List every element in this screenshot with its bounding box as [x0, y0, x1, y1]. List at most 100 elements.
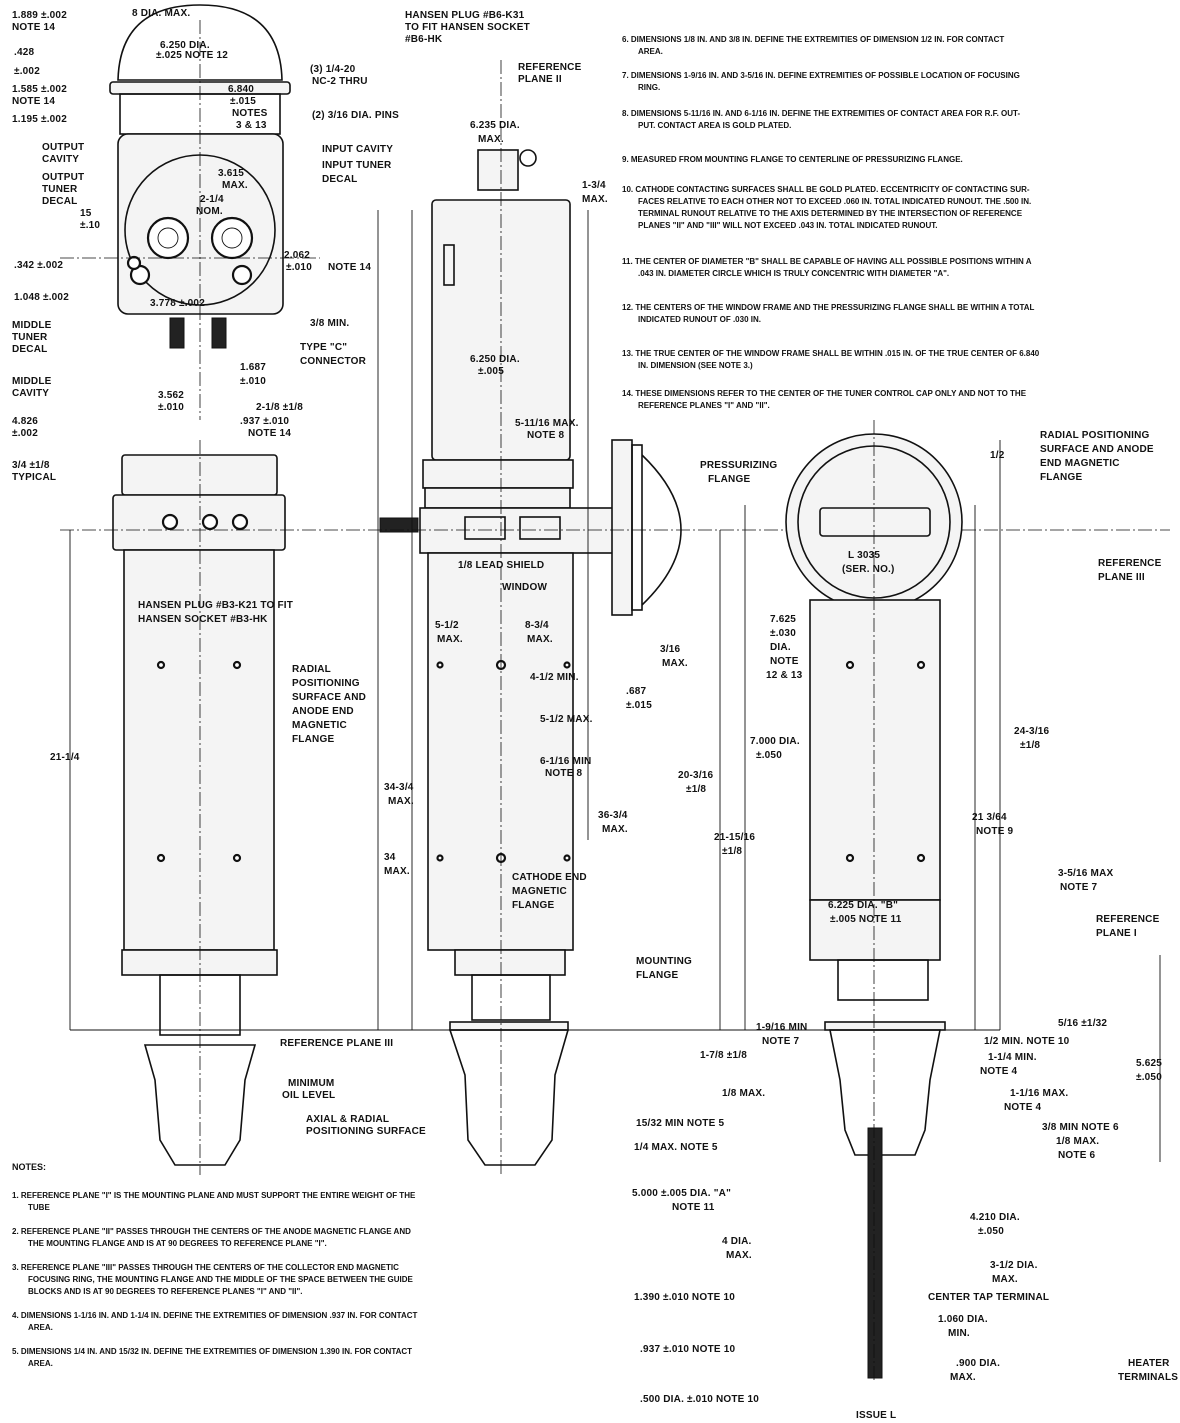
label: FLANGE — [636, 970, 678, 981]
note-line: TERMINAL RUNOUT RELATIVE TO THE AXIS DET… — [638, 209, 1023, 218]
end-view-drawing — [785, 420, 963, 1380]
label: NOTE 8 — [545, 768, 583, 779]
label: NOTES — [232, 108, 268, 119]
label: 7.000 DIA. — [750, 736, 800, 747]
label: 7.625 — [770, 614, 796, 625]
label: .687 — [626, 686, 647, 697]
note-line: BLOCKS AND IS AT 90 DEGREES TO REFERENCE… — [28, 1287, 302, 1296]
label: ±.010 — [240, 376, 266, 387]
label: TERMINALS — [1118, 1372, 1178, 1383]
label: MAGNETIC — [512, 886, 567, 897]
note-line: REFERENCE PLANES "I" AND "II". — [638, 401, 770, 410]
label: CATHODE END — [512, 872, 587, 883]
label: MAX. — [726, 1250, 752, 1261]
label: .937 ±.010 — [240, 416, 289, 427]
label: NOTE 7 — [762, 1036, 800, 1047]
label: NOTE 8 — [527, 430, 565, 441]
label: ±1/8 — [1020, 740, 1040, 751]
note-line: RING. — [638, 83, 660, 92]
label: NOTE 7 — [1060, 882, 1098, 893]
label: ±.010 — [286, 262, 312, 273]
note-line: THE MOUNTING FLANGE AND IS AT 90 DEGREES… — [28, 1239, 327, 1248]
label: 3/8 MIN. — [310, 318, 349, 329]
note-line: 4. DIMENSIONS 1-1/16 IN. AND 1-1/4 IN. D… — [12, 1311, 418, 1320]
label: FLANGE — [1040, 472, 1082, 483]
label: 4.826 — [12, 416, 38, 427]
label: 3/16 — [660, 644, 681, 655]
note-line: 11. THE CENTER OF DIAMETER "B" SHALL BE … — [622, 257, 1032, 266]
label: SURFACE AND ANODE — [1040, 444, 1154, 455]
label: END MAGNETIC — [1040, 458, 1120, 469]
label: 1-1/4 MIN. — [988, 1052, 1037, 1063]
label: RADIAL POSITIONING — [1040, 430, 1150, 441]
note-line: AREA. — [28, 1359, 53, 1368]
note-line: 1. REFERENCE PLANE "I" IS THE MOUNTING P… — [12, 1191, 416, 1200]
end-view-labels: RADIAL POSITIONING SURFACE AND ANODE END… — [632, 430, 1178, 1421]
label: 1/8 LEAD SHIELD — [458, 560, 544, 571]
label: MAX. — [437, 634, 463, 645]
label: 1-7/8 ±1/8 — [700, 1050, 747, 1061]
side-view-labels: HANSEN PLUG #B6-K31 TO FIT HANSEN SOCKET… — [50, 10, 802, 1137]
label: MAX. — [662, 658, 688, 669]
label: 5.000 ±.005 DIA. "A" — [632, 1188, 731, 1199]
label: 6.840 — [228, 84, 254, 95]
note-line: FOCUSING RING, THE MOUNTING FLANGE AND T… — [28, 1275, 414, 1284]
label: ±.010 — [158, 402, 184, 413]
label: 36-3/4 — [598, 810, 628, 821]
note-line: 8. DIMENSIONS 5-11/16 IN. AND 6-1/16 IN.… — [622, 109, 1020, 118]
label: MIN. — [948, 1328, 970, 1339]
label: 6.225 DIA. "B" — [828, 900, 898, 911]
label: ±.015 — [626, 700, 652, 711]
label: .500 DIA. ±.010 NOTE 10 — [640, 1394, 759, 1405]
label: 6.235 DIA. — [470, 120, 520, 131]
label: NC-2 THRU — [312, 76, 368, 87]
label: 1/2 MIN. NOTE 10 — [984, 1036, 1070, 1047]
label: 5-1/2 — [435, 620, 459, 631]
label: 15/32 MIN NOTE 5 — [636, 1118, 724, 1129]
label: ±.050 — [1136, 1072, 1162, 1083]
label: NOTE 9 — [976, 826, 1014, 837]
label: ±.025 NOTE 12 — [156, 50, 228, 61]
side-view-drawing — [60, 60, 1170, 1175]
label: 2.062 — [284, 250, 310, 261]
label: POSITIONING — [292, 678, 360, 689]
label: REFERENCE PLANE III — [280, 1038, 393, 1049]
label: INPUT TUNER — [322, 160, 392, 171]
note-line: AREA. — [28, 1323, 53, 1332]
label: ±.050 — [978, 1226, 1004, 1237]
label: MAX. — [478, 134, 504, 145]
label: 1-1/16 MAX. — [1010, 1088, 1068, 1099]
label: 4-1/2 MIN. — [530, 672, 579, 683]
label: 21-1/4 — [50, 752, 80, 763]
label: 1.390 ±.010 NOTE 10 — [634, 1292, 735, 1303]
label: ±.002 — [12, 428, 38, 439]
label: CENTER TAP TERMINAL — [928, 1292, 1049, 1303]
label: NOTE 4 — [1004, 1102, 1042, 1113]
label: RADIAL — [292, 664, 331, 675]
note-line: .043 IN. DIAMETER CIRCLE WHICH IS TRULY … — [638, 269, 949, 278]
label: 5-1/2 MAX. — [540, 714, 593, 725]
label: AXIAL & RADIAL — [306, 1114, 389, 1125]
label: MAGNETIC — [292, 720, 347, 731]
label: ISSUE L — [856, 1410, 896, 1421]
label: 1/2 — [990, 450, 1005, 461]
label: ANODE END — [292, 706, 354, 717]
label: POSITIONING SURFACE — [306, 1126, 426, 1137]
label: 24-3/16 — [1014, 726, 1050, 737]
label: TUNER — [42, 184, 78, 195]
note-line: 7. DIMENSIONS 1-9/16 IN. AND 3-5/16 IN. … — [622, 71, 1020, 80]
label: NOTE 14 — [12, 22, 55, 33]
note-line: TUBE — [28, 1203, 50, 1212]
label: REFERENCE — [1096, 914, 1160, 925]
label: MOUNTING — [636, 956, 692, 967]
note-line: IN. DIMENSION (SEE NOTE 3.) — [638, 361, 753, 370]
front-view-drawing — [112, 440, 286, 1175]
label: (3) 1/4-20 — [310, 64, 356, 75]
label: .900 DIA. — [956, 1358, 1000, 1369]
label: CAVITY — [42, 154, 79, 165]
label: NOTE 4 — [980, 1066, 1018, 1077]
label: MAX. — [384, 866, 410, 877]
label: WINDOW — [502, 582, 547, 593]
label: .937 ±.010 NOTE 10 — [640, 1344, 735, 1355]
top-view-drawing — [60, 4, 320, 420]
